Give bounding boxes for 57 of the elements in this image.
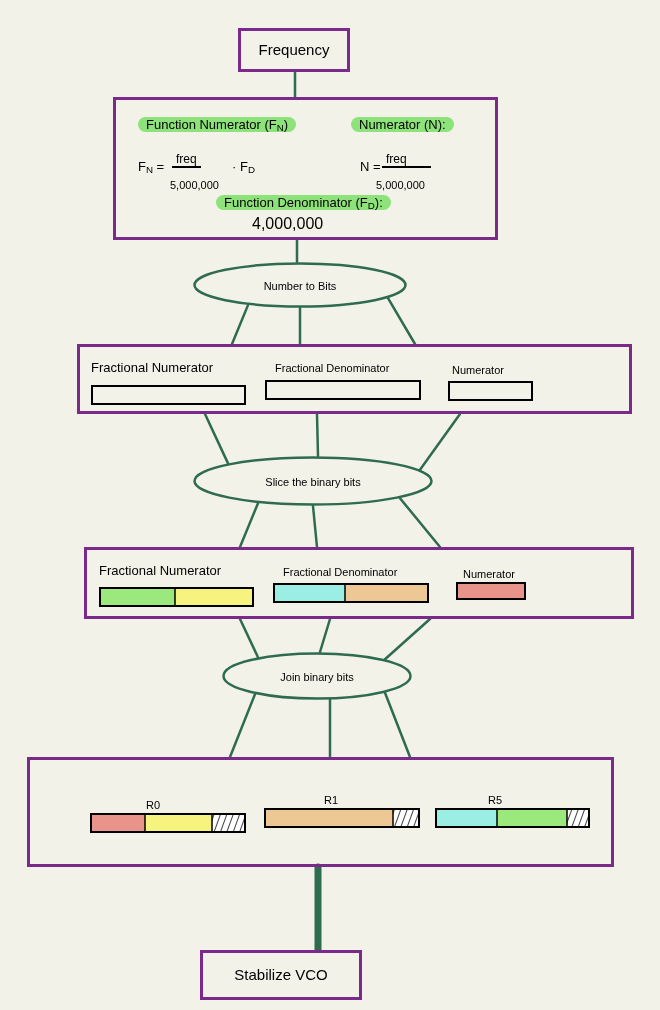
node-label: Join binary bits <box>280 671 354 683</box>
node-label: Fractional Numerator <box>99 563 222 578</box>
process-box <box>238 28 350 72</box>
node-label: R5 <box>488 794 503 806</box>
node-label: Numerator <box>463 568 515 580</box>
node-label: Slice the binary bits <box>265 476 361 488</box>
connector-line <box>228 692 257 759</box>
bit-bar <box>90 813 246 833</box>
connector-line <box>298 306 302 346</box>
node-label: Numerator <box>452 364 504 376</box>
highlighted-label: Numerator (N): <box>351 117 454 132</box>
process-box <box>77 344 632 414</box>
node-label: freq <box>172 152 201 168</box>
node-label: N = <box>360 159 381 174</box>
empty-field <box>448 381 533 401</box>
node-label: freq <box>382 152 431 168</box>
node-label: R1 <box>324 794 339 806</box>
process-box <box>27 757 614 867</box>
node-label: Number to Bits <box>263 280 337 292</box>
connector-line <box>293 70 297 99</box>
bit-bar <box>99 587 254 607</box>
node-label: Fractional Denominator <box>283 566 398 578</box>
process-box <box>84 547 634 619</box>
connector-line <box>311 504 319 549</box>
connector-line <box>203 412 230 465</box>
empty-field <box>265 380 421 400</box>
node-label: Frequency <box>258 39 330 60</box>
process-box <box>113 97 498 240</box>
connector-line <box>328 698 332 759</box>
node-label: · F$_{D}$ <box>232 159 255 174</box>
connector-line <box>383 617 432 661</box>
connector-line <box>398 496 442 549</box>
bit-bar <box>456 582 526 600</box>
connector-line <box>238 501 260 549</box>
node-label: 4,000,000 <box>252 215 324 232</box>
connector-line <box>238 617 260 659</box>
node-label: F$_{N}$ = <box>138 159 165 174</box>
connector-line <box>318 617 332 654</box>
highlighted-label: Function Numerator (F$_{N}$) <box>138 117 297 132</box>
node-label: 5,000,000 <box>170 179 219 191</box>
node-label: Stabilize VCO <box>234 964 328 985</box>
node-label: R0 <box>146 799 161 811</box>
highlighted-label: Function Denominator (F$_{D}$): <box>216 195 391 210</box>
empty-field <box>91 385 246 405</box>
bit-bar <box>264 808 420 828</box>
connector-line <box>386 296 417 346</box>
bit-bar <box>435 808 590 828</box>
connector-line <box>295 238 299 264</box>
connector-line <box>418 412 462 471</box>
connector-line <box>230 303 250 346</box>
bit-bar <box>273 583 429 603</box>
node-label: Fractional Numerator <box>91 360 214 375</box>
node-label: Fractional Denominator <box>275 362 390 374</box>
process-box <box>200 950 362 1000</box>
node-label: 5,000,000 <box>376 179 425 191</box>
connector-line <box>383 691 412 759</box>
connector-line <box>315 412 320 458</box>
